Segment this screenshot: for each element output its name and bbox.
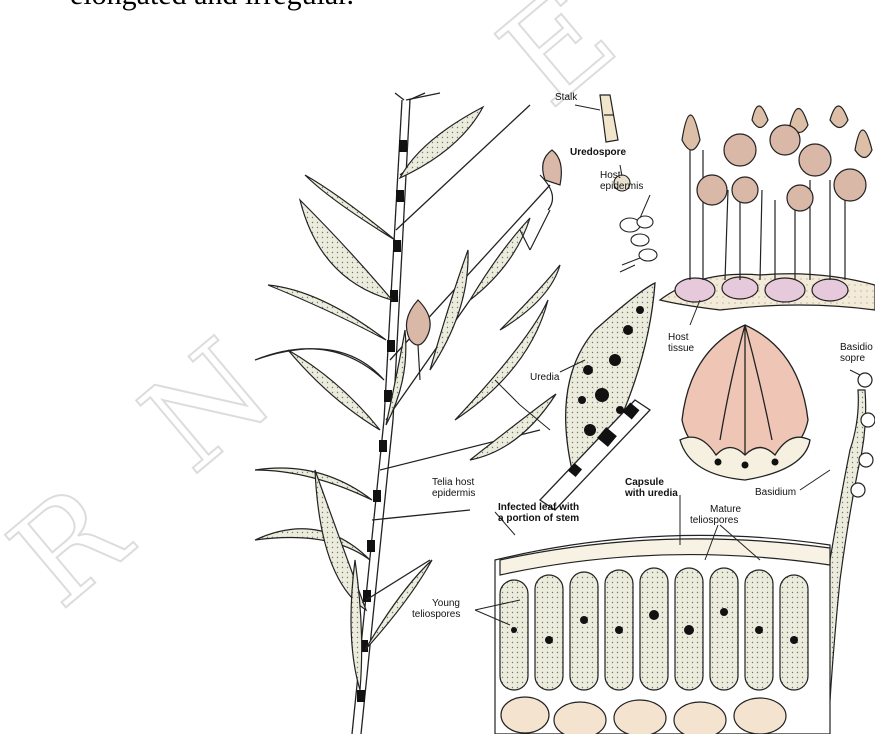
label-basidium: Basidium <box>755 487 796 498</box>
teliospore-layer <box>495 535 830 734</box>
label-basidiospore-2: sopre <box>840 353 865 364</box>
capsule-with-uredia <box>680 325 810 480</box>
label-host-tissue-2: tissue <box>668 343 695 354</box>
stalk <box>600 95 618 142</box>
infected-leaf <box>540 283 655 510</box>
label-mature-1: Mature <box>710 504 742 515</box>
label-host-tissue-1: Host <box>668 332 689 343</box>
label-basidiospore-1: Basidio <box>840 342 873 353</box>
label-capsule-2: with uredia <box>624 488 678 499</box>
label-uredia: Uredia <box>530 372 560 383</box>
label-young-2: teliospores <box>412 609 460 620</box>
label-host-epidermis-2: epidermis <box>600 181 643 192</box>
label-infected-2: a portion of stem <box>498 513 579 524</box>
leaf <box>300 200 392 300</box>
uredospore-cluster <box>520 150 561 250</box>
label-young-1: Young <box>432 598 460 609</box>
small-capsule <box>406 300 430 380</box>
uredia-sorus <box>660 106 875 310</box>
label-capsule-1: Capsule <box>625 477 664 488</box>
label-telia-1: Telia host <box>432 477 474 488</box>
label-uredospore: Uredospore <box>570 147 627 158</box>
label-stalk: Stalk <box>555 92 578 103</box>
label-host-epidermis-1: Host <box>600 170 621 181</box>
label-telia-2: epidermis <box>432 488 475 499</box>
label-infected-1: Infected leaf with <box>498 502 579 513</box>
label-mature-2: teliospores <box>690 515 738 526</box>
